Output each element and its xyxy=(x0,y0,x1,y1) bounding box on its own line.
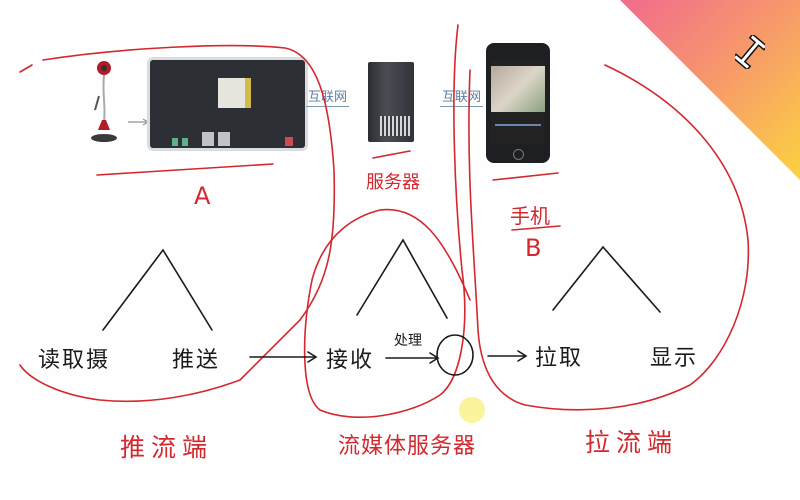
pull-client-title: 拉流端 xyxy=(585,428,679,457)
device-a-label: A xyxy=(194,182,217,210)
pull-step-display: 显示 xyxy=(650,346,699,371)
cursor-highlight xyxy=(459,397,485,423)
i-beam-text-cursor-icon xyxy=(735,35,765,69)
dev-board-image xyxy=(150,60,305,148)
phone-image xyxy=(486,43,550,163)
server-label: 服务器 xyxy=(366,172,420,193)
media-server-title: 流媒体服务器 xyxy=(338,434,477,459)
push-step-send: 推送 xyxy=(172,348,221,373)
server-image xyxy=(368,62,414,142)
server-step-process: 处理 xyxy=(394,333,422,349)
phone-label: 手机 xyxy=(510,204,550,228)
push-step-read-camera: 读取摄 xyxy=(38,348,111,373)
internet-link-label-1: 互联网 xyxy=(306,86,350,107)
pull-step-fetch: 拉取 xyxy=(535,346,584,371)
server-step-receive: 接收 xyxy=(326,348,375,373)
internet-link-label-2: 互联网 xyxy=(440,86,484,107)
push-client-title: 推流端 xyxy=(120,433,214,462)
phone-b-label: B xyxy=(525,234,548,262)
